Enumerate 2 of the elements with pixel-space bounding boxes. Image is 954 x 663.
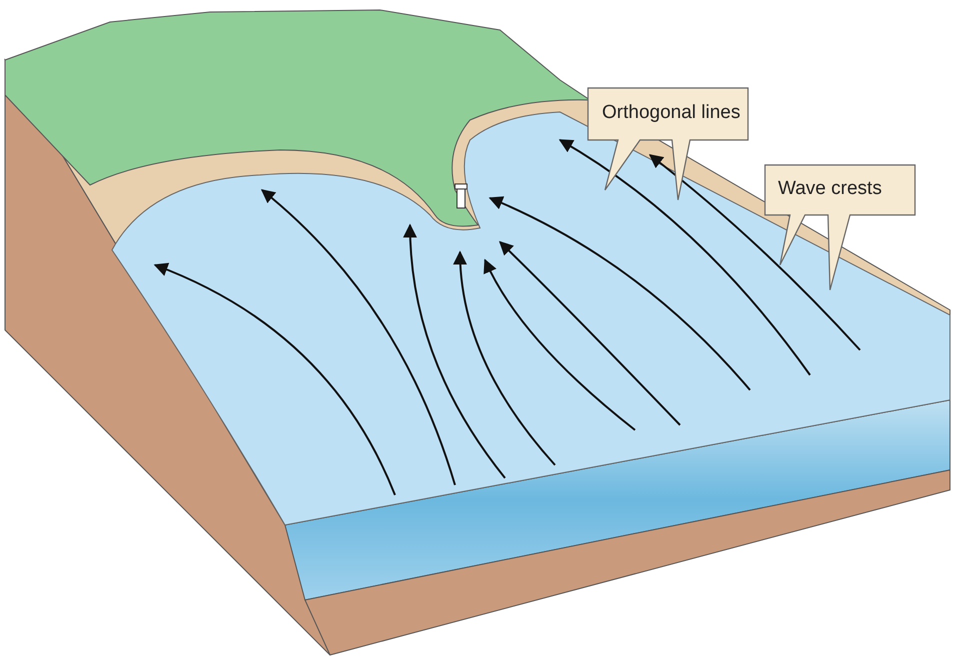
- callout-label: Orthogonal lines: [602, 102, 740, 124]
- callout-label: Wave crests: [778, 178, 882, 200]
